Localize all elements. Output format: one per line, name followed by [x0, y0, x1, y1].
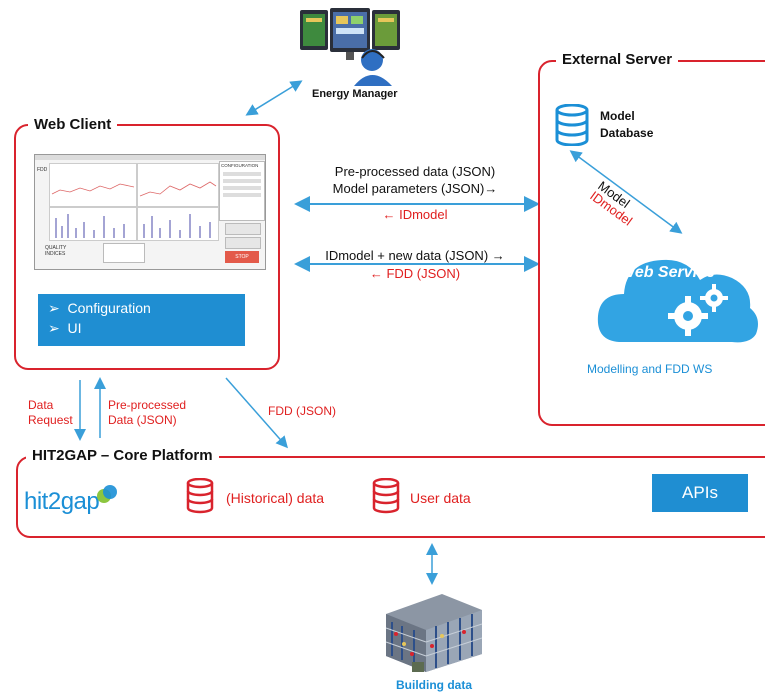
preprocessed-line1: Pre-processed [108, 398, 187, 412]
monitor-user-icon [300, 8, 400, 86]
upper-flow-line1: Pre-processed data (JSON) [334, 164, 496, 179]
preprocessed-line2: Data (JSON) [108, 413, 177, 427]
screen-button-1[interactable] [225, 223, 261, 235]
screen-button-2[interactable] [225, 237, 261, 249]
web-client-box [14, 124, 280, 370]
screenshot-header-bar [35, 155, 265, 160]
arrow-bullet-icon: ➢ [48, 320, 60, 336]
building-data-label: Building data [396, 678, 472, 692]
preprocessed-label: Pre-processed Data (JSON) [108, 398, 186, 428]
apis-button[interactable]: APIs [652, 474, 748, 512]
core-platform-box [16, 456, 765, 538]
web-client-screenshot: FDD CONFIGURATION QUALITY INDICES STOP [34, 154, 266, 270]
web-client-menu: ➢ Configuration ➢ UI [38, 294, 245, 346]
model-database-label: Model Database [600, 108, 653, 142]
upper-flow-line2: Model parameters (JSON)→ [332, 181, 498, 196]
arrow-bullet-icon: ➢ [48, 300, 60, 316]
plot-3 [49, 207, 137, 241]
screenshot-fdd-label: FDD [37, 167, 48, 173]
cloud-gears-icon [597, 259, 758, 343]
plot-1 [49, 163, 137, 207]
hit2gap-logo-text: hit2gap [24, 488, 100, 515]
logo-dots-icon [97, 485, 117, 503]
stop-button[interactable]: STOP [225, 251, 259, 263]
energy-manager-label: Energy Manager [312, 88, 398, 100]
quality-indices-label: QUALITY INDICES [45, 245, 67, 257]
arrow-energy-webclient [245, 80, 303, 116]
web-service-label: Web Service [620, 264, 715, 281]
historical-data-label: (Historical) data [226, 490, 325, 506]
plot-2 [137, 163, 219, 207]
plot-4 [137, 207, 219, 241]
lower-flow-line1: IDmodel + new data (JSON) → [325, 248, 505, 263]
building-3d-icon [385, 594, 483, 672]
fdd-json-label: FDD (JSON) [268, 404, 336, 418]
arrow-fdd-json [225, 377, 288, 449]
menu-item-ui[interactable]: ➢ UI [48, 320, 82, 337]
data-request-label: Data Request [28, 398, 73, 428]
building-image [372, 584, 496, 676]
config-panel: CONFIGURATION [219, 161, 265, 221]
web-client-title: Web Client [28, 116, 118, 133]
apis-label: APIs [682, 483, 718, 502]
core-platform-title: HIT2GAP – Core Platform [26, 447, 219, 464]
external-server-title: External Server [556, 51, 679, 68]
web-service-cloud: Web Service [592, 238, 762, 354]
ws-caption: Modelling and FDD WS [587, 362, 713, 376]
menu-item-ui-label: UI [67, 320, 82, 336]
data-request-line2: Request [28, 413, 73, 427]
user-data-label: User data [410, 490, 471, 506]
menu-item-configuration-label: Configuration [67, 300, 151, 316]
config-panel-title: CONFIGURATION [221, 163, 259, 168]
data-request-line1: Data [28, 398, 54, 412]
arrow-db-webservice [569, 150, 683, 234]
menu-item-configuration[interactable]: ➢ Configuration [48, 300, 151, 317]
upper-flow-return: ← IDmodel [382, 207, 448, 222]
energy-manager [296, 6, 406, 88]
model-database-line1: Model [600, 109, 635, 123]
hit2gap-logo: hit2gap [24, 485, 124, 524]
lower-flow-return: ← FDD (JSON) [369, 266, 461, 281]
quality-indices-box [103, 243, 145, 263]
model-database-line2: Database [600, 126, 654, 140]
